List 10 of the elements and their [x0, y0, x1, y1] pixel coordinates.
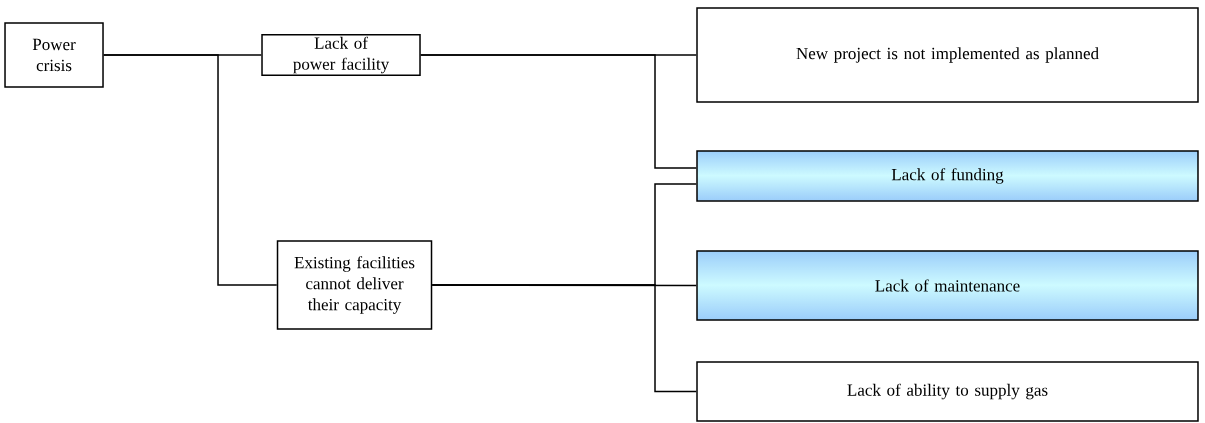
- highlighted-box: Lack of funding: [696, 150, 1199, 202]
- text-box: Existing facilities cannot deliver their capacity: [276, 240, 433, 330]
- text-box: Lack of ability to supply gas: [696, 361, 1199, 422]
- text-box: Lack of power facility: [261, 33, 421, 77]
- text-box: New project is not implemented as planned: [696, 7, 1199, 103]
- highlighted-box: Lack of maintenance: [696, 250, 1199, 321]
- connector-line: [420, 54, 697, 169]
- connector-line: [103, 54, 278, 286]
- connector-line: [431, 284, 697, 393]
- text-box: Power crisis: [4, 22, 104, 88]
